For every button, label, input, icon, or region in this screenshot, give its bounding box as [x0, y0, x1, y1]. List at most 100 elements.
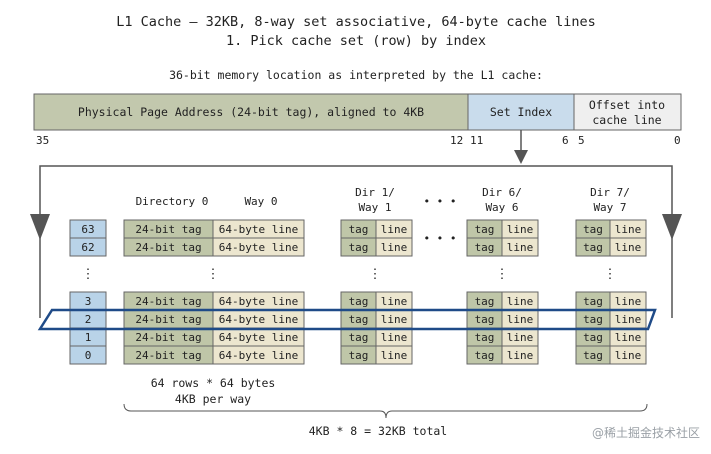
row-index-label: 2 — [85, 313, 92, 326]
way-6-line-cell — [501, 237, 539, 257]
set-index-field — [467, 93, 575, 131]
tag-field — [33, 93, 469, 131]
header-dir-7-l2: Way 7 — [593, 201, 626, 214]
way-0-tag-label: 24-bit tag — [135, 241, 201, 254]
way-7-line-label: line — [615, 331, 642, 344]
way-7-line-label: line — [615, 313, 642, 326]
way-0-line-label: 64-byte line — [219, 241, 298, 254]
row-index-label: 62 — [81, 241, 94, 254]
way-1-line-cell — [375, 345, 413, 365]
way-6-tag-label: tag — [475, 223, 495, 236]
way-6-tag-label: tag — [475, 313, 495, 326]
header-dir-1-l1: Dir 1/ — [355, 186, 395, 199]
way-0-line-cell — [212, 237, 305, 257]
vdots-way-0: ⋮ — [207, 267, 220, 282]
way-1-tag-label: tag — [349, 295, 369, 308]
index-arrow — [514, 130, 528, 164]
selected-set-highlight — [37, 308, 657, 331]
way-1-line-label: line — [381, 349, 408, 362]
grid-ellipsis: • • • — [423, 232, 456, 245]
way-1-tag-label: tag — [349, 331, 369, 344]
way-1-line-label: line — [381, 295, 408, 308]
header-dir-6-l1: Dir 6/ — [482, 186, 522, 199]
bit-0: 0 — [674, 134, 681, 147]
address-bar: Physical Page Address (24-bit tag), alig… — [33, 93, 682, 131]
way-7-line-label: line — [615, 349, 642, 362]
header-dir-7-l1: Dir 7/ — [590, 186, 630, 199]
row-index-label: 0 — [85, 349, 92, 362]
header-dir-6-l2: Way 6 — [485, 201, 518, 214]
bit-5: 5 — [578, 134, 585, 147]
header-ellipsis: • • • — [423, 195, 456, 208]
way-7-tag-label: tag — [583, 313, 603, 326]
way-6-line-label: line — [507, 349, 534, 362]
right-arrow-head — [662, 214, 682, 240]
way-7-tag-label: tag — [583, 223, 603, 236]
way-7-line-cell — [609, 345, 647, 365]
selection-bracket — [39, 165, 673, 318]
header-way-0: Way 0 — [244, 195, 277, 208]
row-index-box — [69, 345, 107, 365]
offset-label-line-2: cache line — [592, 113, 661, 127]
way-0-line-label: 64-byte line — [219, 295, 298, 308]
row-index-box — [69, 237, 107, 257]
way-0-tag-label: 24-bit tag — [135, 313, 201, 326]
way-1-line-label: line — [381, 313, 408, 326]
way-0-tag-label: 24-bit tag — [135, 295, 201, 308]
left-arrow-head — [30, 214, 50, 240]
address-caption: 36-bit memory location as interpreted by… — [169, 68, 543, 82]
way-6-tag-label: tag — [475, 295, 495, 308]
way-0-line-label: 64-byte line — [219, 313, 298, 326]
way-1-line-label: line — [381, 241, 408, 254]
row-index-label: 63 — [81, 223, 94, 236]
rows-summary-line-2: 4KB per way — [175, 392, 251, 406]
way-0-line-cell — [212, 345, 305, 365]
vdots-way-1: ⋮ — [369, 267, 382, 282]
way-0-line-label: 64-byte line — [219, 331, 298, 344]
way-1-line-label: line — [381, 223, 408, 236]
bit-12: 12 — [450, 134, 463, 147]
way-7-tag-label: tag — [583, 241, 603, 254]
way-1-line-cell — [375, 237, 413, 257]
header-dir-1-l2: Way 1 — [358, 201, 391, 214]
bit-numbers: 35 12 11 6 5 0 — [36, 134, 681, 147]
way-1-tag-label: tag — [349, 223, 369, 236]
way-0-line-label: 64-byte line — [219, 349, 298, 362]
set-index-label: Set Index — [490, 105, 552, 119]
watermark: @稀土掘金技术社区 — [592, 425, 700, 440]
way-7-line-label: line — [615, 295, 642, 308]
row-index-label: 3 — [85, 295, 92, 308]
way-6-line-cell — [501, 345, 539, 365]
total-brace — [123, 403, 648, 419]
way-0-line-label: 64-byte line — [219, 223, 298, 236]
way-6-tag-label: tag — [475, 241, 495, 254]
way-0-tag-label: 24-bit tag — [135, 331, 201, 344]
way-6-line-label: line — [507, 313, 534, 326]
bit-35: 35 — [36, 134, 49, 147]
way-7-tag-label: tag — [583, 331, 603, 344]
way-6-tag-label: tag — [475, 349, 495, 362]
way-6-line-label: line — [507, 241, 534, 254]
way-7-line-cell — [609, 237, 647, 257]
row-index-label: 1 — [85, 331, 92, 344]
way-1-tag-label: tag — [349, 349, 369, 362]
way-6-line-label: line — [507, 331, 534, 344]
way-7-line-label: line — [615, 223, 642, 236]
way-6-line-label: line — [507, 223, 534, 236]
rows-summary-line-1: 64 rows * 64 bytes — [151, 376, 276, 390]
way-7-line-label: line — [615, 241, 642, 254]
vdots-way-7: ⋮ — [604, 267, 617, 282]
column-headers: Directory 0 Way 0 Dir 1/ Way 1 • • • Dir… — [136, 186, 630, 214]
offset-label-line-1: Offset into — [589, 98, 665, 112]
vdots-index: ⋮ — [82, 267, 95, 282]
way-7-tag-label: tag — [583, 295, 603, 308]
bit-6: 6 — [562, 134, 569, 147]
way-1-tag-label: tag — [349, 313, 369, 326]
way-0-tag-label: 24-bit tag — [135, 223, 201, 236]
vdots-way-6: ⋮ — [496, 267, 509, 282]
way-7-tag-label: tag — [583, 349, 603, 362]
bit-11: 11 — [470, 134, 483, 147]
total-size-label: 4KB * 8 = 32KB total — [309, 424, 447, 438]
